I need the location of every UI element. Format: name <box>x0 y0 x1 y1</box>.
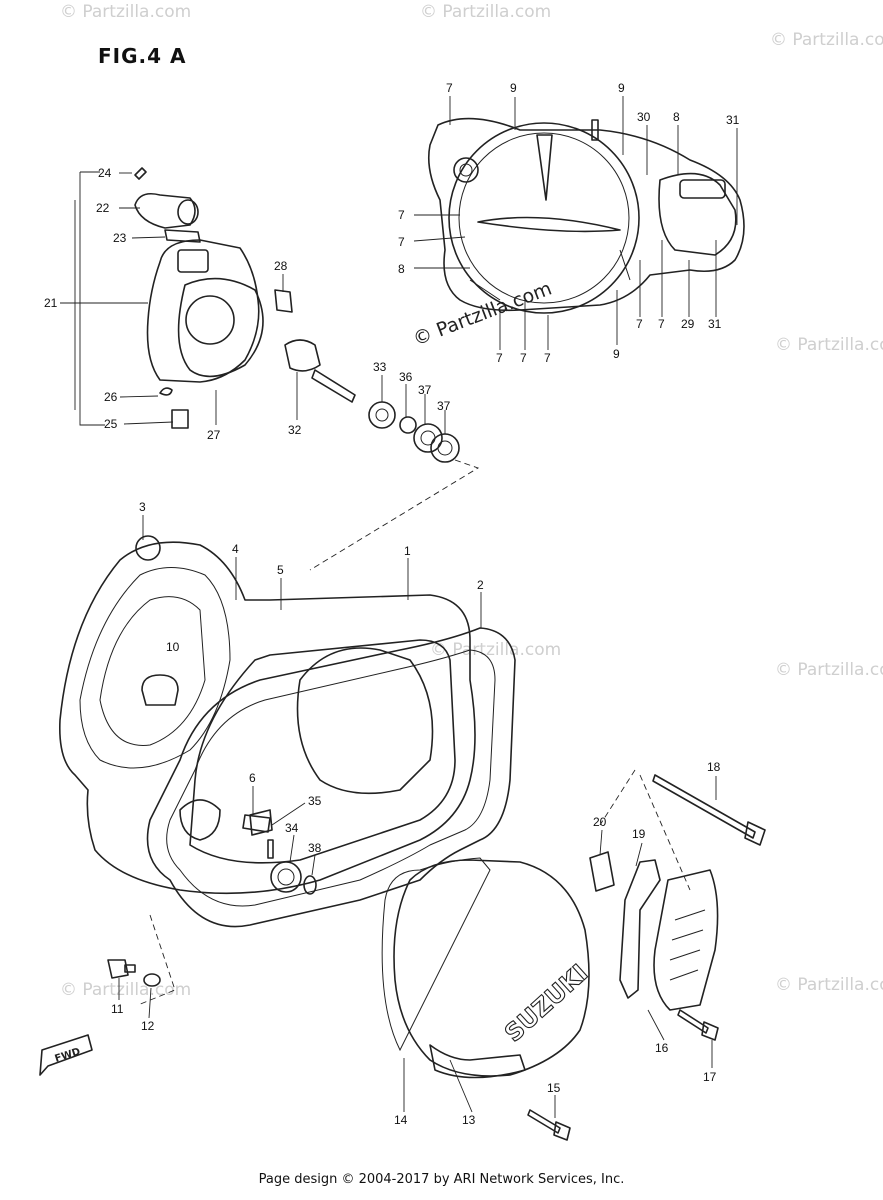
callout: 7 <box>496 351 503 365</box>
callout: 19 <box>632 827 646 841</box>
callout: 31 <box>708 317 722 331</box>
callout: 30 <box>637 110 651 124</box>
fwd-label: FWD <box>54 1046 82 1065</box>
callout: 37 <box>418 383 432 397</box>
callout: 37 <box>437 399 451 413</box>
clutch-cover <box>427 117 745 314</box>
water-pump-housing <box>134 167 460 463</box>
sprocket-cover <box>653 869 719 1011</box>
callout: 8 <box>398 262 405 276</box>
generator-cover <box>381 857 590 1079</box>
circlip <box>303 875 317 895</box>
callout: 24 <box>98 166 112 180</box>
callout: 4 <box>232 542 239 556</box>
gasket-inner <box>166 649 496 907</box>
watermark: © Partzilla.com <box>60 2 192 22</box>
watermark: © Partzilla.com <box>60 980 192 1000</box>
callout: 8 <box>673 110 680 124</box>
callout: 12 <box>141 1019 155 1033</box>
callout: 20 <box>593 815 607 829</box>
callout: 5 <box>277 563 284 577</box>
sprocket-guard <box>619 859 661 999</box>
callout: 1 <box>404 544 411 558</box>
watermark: © Partzilla.com <box>775 660 883 680</box>
callout: 36 <box>399 370 413 384</box>
callout: 23 <box>113 231 127 245</box>
guide-line <box>599 769 691 891</box>
pin <box>267 839 274 859</box>
bolt <box>107 959 136 979</box>
leader-lines <box>60 96 738 1118</box>
callout: 29 <box>681 317 695 331</box>
callout: 9 <box>613 347 620 361</box>
gasket <box>146 627 516 928</box>
callout: 13 <box>462 1113 476 1127</box>
watermark: © Partzilla.com <box>775 335 883 355</box>
gear <box>270 861 302 893</box>
callout: 2 <box>477 578 484 592</box>
callout: 25 <box>104 417 118 431</box>
callout: 14 <box>394 1113 408 1127</box>
fwd-arrow <box>39 1034 93 1076</box>
spacer-collar <box>589 851 615 892</box>
callout: 6 <box>249 771 256 785</box>
callout: 31 <box>726 113 740 127</box>
callout: 7 <box>398 208 405 222</box>
callout: 7 <box>636 317 643 331</box>
callout: 16 <box>655 1041 669 1055</box>
bolt <box>527 1109 561 1134</box>
callout: 38 <box>308 841 322 855</box>
callout: 27 <box>207 428 221 442</box>
callout: 35 <box>308 794 322 808</box>
callout: 7 <box>544 351 551 365</box>
callout: 10 <box>166 640 180 654</box>
watermark: © Partzilla.com <box>430 640 562 660</box>
callout: 11 <box>111 1002 124 1016</box>
guide-line <box>309 459 480 571</box>
callout: 7 <box>446 81 453 95</box>
callout: 9 <box>510 81 517 95</box>
callout: 28 <box>274 259 288 273</box>
callout: 15 <box>547 1081 561 1095</box>
callout: 7 <box>658 317 665 331</box>
callout: 33 <box>373 360 387 374</box>
callout: 7 <box>398 235 405 249</box>
callout-labels: 7 9 9 30 8 31 7 7 8 7 7 29 31 9 7 7 7 24… <box>44 81 740 1127</box>
callout: 9 <box>618 81 625 95</box>
figure-title: FIG.4 A <box>98 44 187 68</box>
callout: 26 <box>104 390 118 404</box>
callout: 34 <box>285 821 299 835</box>
callout: 18 <box>707 760 721 774</box>
callout: 17 <box>703 1070 717 1084</box>
callout: 3 <box>139 500 146 514</box>
callout: 22 <box>96 201 110 215</box>
callout: 7 <box>520 351 527 365</box>
callout: 21 <box>44 296 58 310</box>
bolt <box>677 1009 709 1034</box>
watermark: © Partzilla.com <box>770 30 883 50</box>
guide-line <box>137 914 176 1006</box>
callout: 32 <box>288 423 302 437</box>
suzuki-logo: SUZUKI <box>499 959 593 1048</box>
long-bolt <box>652 774 756 839</box>
watermark: © Partzilla.com <box>775 975 883 995</box>
page-footer: Page design © 2004-2017 by ARI Network S… <box>258 1172 625 1187</box>
washer <box>143 973 161 987</box>
group-bracket <box>79 171 105 426</box>
dowel-pin <box>242 814 271 833</box>
crankcase-cover <box>58 535 476 895</box>
watermark: © Partzilla.com <box>420 2 552 22</box>
